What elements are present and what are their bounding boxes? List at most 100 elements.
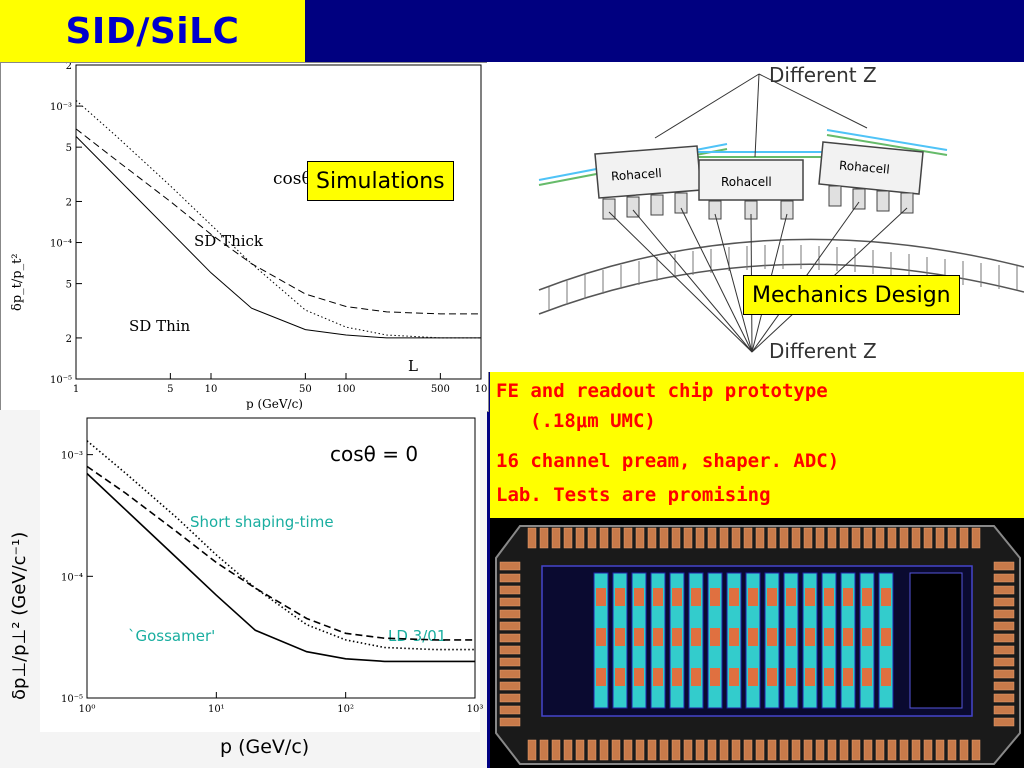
- channel-block: [786, 668, 796, 686]
- bond-pad: [743, 739, 753, 761]
- bond-pad: [539, 739, 549, 761]
- x-tick-label: 500: [431, 384, 450, 395]
- bond-pad: [803, 527, 813, 549]
- block-feet: [602, 185, 914, 220]
- bond-pad: [499, 657, 521, 667]
- channel-block: [615, 628, 625, 646]
- channel-block: [615, 588, 625, 606]
- bond-pad: [993, 597, 1015, 607]
- x-tick-label: 10²: [337, 704, 354, 715]
- bond-pad: [947, 527, 957, 549]
- simulations-label-text: Simulations: [316, 168, 445, 194]
- bond-pad: [887, 527, 897, 549]
- series-line: [86, 472, 475, 663]
- pointer-line: [758, 73, 868, 129]
- bond-pad: [499, 681, 521, 691]
- bond-pad: [527, 739, 537, 761]
- bond-pad: [527, 527, 537, 549]
- bond-pad: [935, 527, 945, 549]
- bond-pad: [815, 739, 825, 761]
- bond-pad: [671, 527, 681, 549]
- y-tick-label: 2: [66, 334, 72, 345]
- series-label: SD Thin: [129, 317, 191, 335]
- channel-block: [767, 628, 777, 646]
- different-z-bottom: Different Z: [769, 339, 877, 363]
- bond-pad: [827, 527, 837, 549]
- bond-pad: [791, 527, 801, 549]
- plot-frame: [86, 417, 476, 699]
- channel-block: [710, 588, 720, 606]
- channel-block: [672, 588, 682, 606]
- y-tick-label: 10⁻⁴: [50, 239, 72, 250]
- bond-pad: [551, 527, 561, 549]
- chip-channels: [593, 572, 894, 709]
- bond-pad: [959, 739, 969, 761]
- bond-pad: [707, 527, 717, 549]
- channel-block: [824, 588, 834, 606]
- bond-pad: [623, 739, 633, 761]
- pointer-line: [754, 73, 760, 158]
- bond-pad: [779, 527, 789, 549]
- mechanics-design-label-text: Mechanics Design: [752, 282, 951, 308]
- channel-block: [596, 588, 606, 606]
- channel-block: [862, 628, 872, 646]
- x-tick-label: 10³: [467, 704, 484, 715]
- channel-block: [824, 628, 834, 646]
- bond-pad: [971, 527, 981, 549]
- y-tick-label: 10⁻⁵: [61, 694, 83, 705]
- rohacell-blocks: [594, 141, 924, 201]
- bond-pad: [539, 527, 549, 549]
- bond-pad: [767, 527, 777, 549]
- channel-block: [710, 628, 720, 646]
- x-tick-label: 100: [336, 384, 355, 395]
- channel-block: [634, 588, 644, 606]
- channel-block: [862, 588, 872, 606]
- channel-block: [596, 628, 606, 646]
- bond-pad: [599, 739, 609, 761]
- bond-pad: [851, 739, 861, 761]
- channel-block: [843, 668, 853, 686]
- channel-block: [596, 668, 606, 686]
- y-tick-label: 10⁻³: [61, 451, 83, 462]
- x-axis-label: p (GeV/c): [246, 397, 303, 411]
- channel-block: [786, 628, 796, 646]
- channel-block: [843, 588, 853, 606]
- bond-pad: [683, 527, 693, 549]
- series-label: L: [408, 357, 418, 375]
- bond-pad: [683, 739, 693, 761]
- series-label: LD 3/01: [388, 627, 446, 645]
- series-line: [75, 128, 481, 315]
- bond-pad: [993, 669, 1015, 679]
- bond-pad: [611, 739, 621, 761]
- bond-pad: [623, 527, 633, 549]
- bond-pad: [863, 739, 873, 761]
- y-tick-label: 5: [66, 143, 72, 154]
- channel-block: [672, 668, 682, 686]
- mechanics-diagram: Rohacell Rohacell Rohacell Different Z D…: [487, 62, 1024, 372]
- bond-pad: [575, 527, 585, 549]
- channel-block: [881, 628, 891, 646]
- bond-pad: [851, 527, 861, 549]
- channel-block: [805, 668, 815, 686]
- bond-pad: [499, 669, 521, 679]
- x-axis-label: p (GeV/c): [220, 736, 309, 758]
- bond-pad: [959, 527, 969, 549]
- channel-block: [862, 668, 872, 686]
- bond-pad: [719, 527, 729, 549]
- bond-pad: [911, 527, 921, 549]
- bond-pad: [587, 527, 597, 549]
- chip-adc-block: [909, 572, 963, 709]
- channel-block: [843, 628, 853, 646]
- channel-block: [653, 588, 663, 606]
- bond-pad: [599, 527, 609, 549]
- bond-pad: [815, 527, 825, 549]
- rohacell-label: Rohacell: [721, 175, 772, 189]
- bond-pad: [659, 739, 669, 761]
- support-arc-outer: [538, 238, 1024, 291]
- channel-block: [710, 668, 720, 686]
- bond-pad: [695, 739, 705, 761]
- bond-pad: [731, 527, 741, 549]
- y-tick-label: 10⁻⁴: [61, 572, 83, 583]
- bond-pad: [923, 739, 933, 761]
- series-label: Short shaping-time: [190, 513, 334, 531]
